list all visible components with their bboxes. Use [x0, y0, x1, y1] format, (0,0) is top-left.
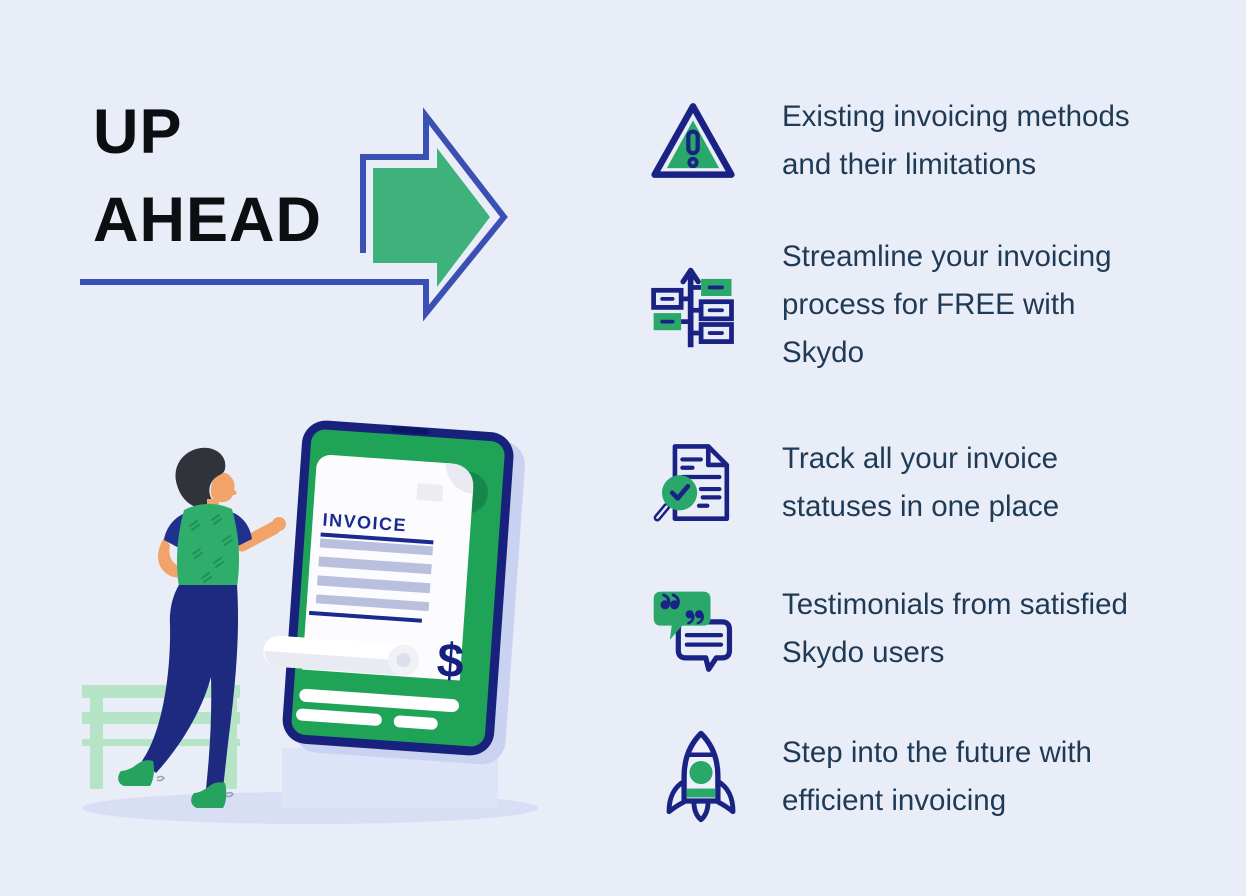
invoice-text-lines — [315, 538, 434, 612]
dollar-sign: $ — [435, 634, 466, 689]
vest-pattern — [189, 514, 233, 583]
arrow-fill — [373, 148, 490, 287]
list-item: Testimonials from satisfied Skydo users — [645, 574, 1212, 684]
phone-notch — [391, 426, 430, 435]
woman-right-hand — [272, 517, 286, 531]
woman-hair — [175, 447, 226, 508]
testimonials-icon — [653, 591, 733, 672]
paper-curl — [445, 463, 474, 494]
woman-pants — [142, 585, 239, 789]
page-title-line1: UP — [93, 97, 183, 167]
list-item-text: Streamline your invoicing process for FR… — [782, 240, 1112, 369]
paper-roll — [263, 635, 420, 676]
list-item: Step into the future with efficient invo… — [645, 722, 1212, 832]
woman-left-shoe — [118, 760, 154, 786]
invoice-phone: INVOICE $ — [263, 420, 525, 765]
paper-stamp — [416, 483, 444, 502]
list-item: Existing invoicing methods and their lim… — [645, 86, 1212, 196]
invoice-rule-top — [320, 532, 434, 545]
quote-marks — [660, 593, 704, 625]
list-item-text: Testimonials from satisfied Skydo users — [782, 588, 1128, 669]
motion-squiggles — [156, 775, 234, 798]
page-title: UP AHEAD — [93, 88, 322, 264]
woman-right-shoe — [191, 782, 227, 808]
screen-bottom-bars — [296, 688, 460, 730]
list-item-text: Track all your invoice statuses in one p… — [782, 442, 1060, 523]
list-item-text: Existing invoicing methods and their lim… — [782, 100, 1130, 181]
rocket-icon — [666, 730, 736, 823]
arrow-outline — [80, 107, 508, 322]
flowchart-icon — [650, 267, 734, 347]
warning-triangle-icon — [651, 103, 735, 178]
page-title-line2: AHEAD — [93, 185, 323, 255]
invoice-rule-bottom — [308, 610, 422, 623]
woman-neck — [207, 499, 219, 509]
woman-figure — [118, 447, 286, 808]
invoice-search-icon — [653, 443, 730, 521]
list-item: Track all your invoice statuses in one p… — [645, 428, 1212, 538]
woman-right-forearm — [235, 521, 281, 552]
woman-face — [210, 472, 237, 503]
forward-arrow-graphic — [80, 107, 508, 322]
invoice-illustration: INVOICE $ — [82, 420, 538, 824]
list-item: Streamline your invoicing process for FR… — [645, 233, 1212, 377]
list-item-text: Step into the future with efficient invo… — [782, 736, 1092, 817]
